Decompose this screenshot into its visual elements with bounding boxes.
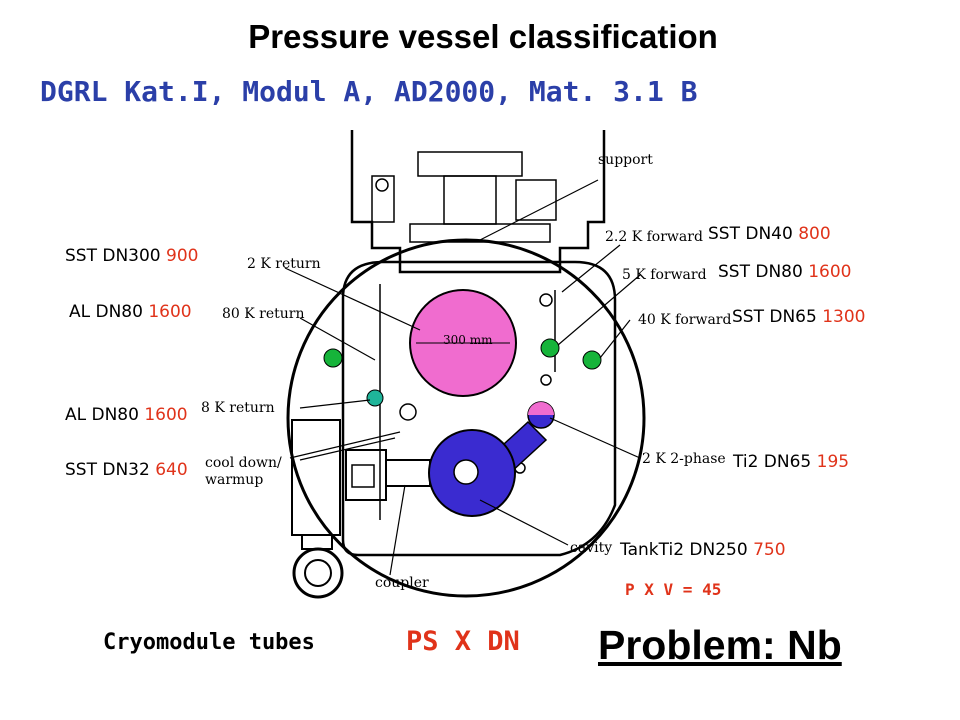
annotation-sst-dn40: SST DN40 800 — [708, 224, 831, 244]
annotation-sst-dn65: SST DN65 1300 — [732, 307, 866, 327]
pxv-value: P X V = 45 — [625, 580, 722, 599]
label-5k-forward: 5 K forward — [622, 267, 707, 283]
label-cool-down: cool down/ — [205, 455, 282, 471]
label-8k-return: 8 K return — [201, 400, 275, 416]
annotation-ti2-dn65: Ti2 DN65 195 — [733, 452, 850, 472]
page-title: Pressure vessel classification — [248, 18, 718, 55]
label-40k-forward: 40 K forward — [638, 312, 732, 328]
label-2k-return: 2 K return — [247, 256, 321, 272]
annotation-sst-dn300: SST DN300 900 — [65, 246, 199, 266]
label-coupler: coupler — [375, 575, 429, 591]
annotation-al-dn80-bottom: AL DN80 1600 — [65, 405, 188, 425]
page-subtitle: DGRL Kat.I, Modul A, AD2000, Mat. 3.1 B — [40, 75, 698, 108]
annotation-tankti2-dn250: TankTi2 DN250 750 — [620, 540, 786, 560]
label-80k-return: 80 K return — [222, 306, 305, 322]
problem-heading: Problem: Nb — [598, 622, 842, 668]
annotation-sst-dn32: SST DN32 640 — [65, 460, 188, 480]
annotation-al-dn80-top: AL DN80 1600 — [69, 302, 192, 322]
label-cavity: cavity — [570, 540, 613, 556]
cryomodule-tubes-label: Cryomodule tubes — [103, 630, 315, 655]
label-warmup: warmup — [205, 472, 264, 488]
label-support: support — [598, 152, 653, 168]
ps-x-dn-label: PS X DN — [406, 626, 520, 657]
label-2k-2-phase: 2 K 2-phase — [642, 451, 726, 467]
label-2-2k-forward: 2.2 K forward — [605, 229, 703, 245]
label-300mm: 300 mm — [443, 333, 493, 347]
annotation-sst-dn80: SST DN80 1600 — [718, 262, 852, 282]
